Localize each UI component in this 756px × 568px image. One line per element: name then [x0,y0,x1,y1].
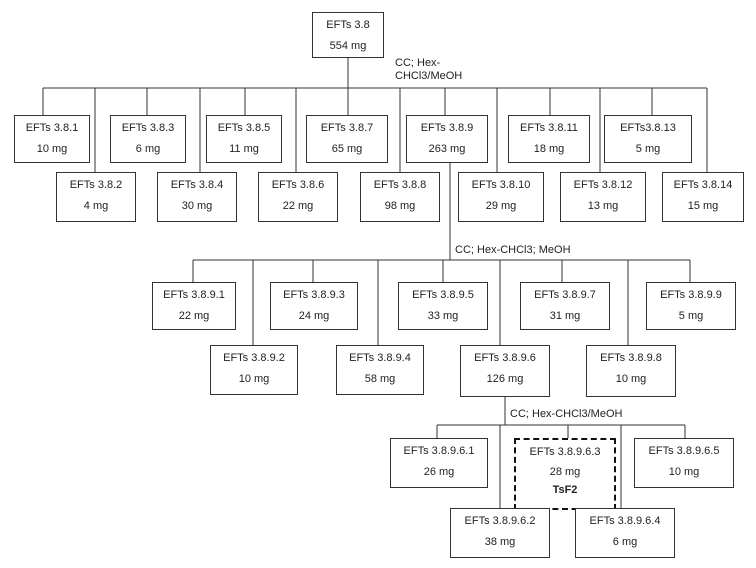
node-mass: 24 mg [298,310,330,322]
node-efts-3-8-9-6-4: EFTs 3.8.9.6.4 6 mg [575,508,675,558]
node-mass: 22 mg [178,310,210,322]
node-mass: 554 mg [329,40,367,52]
node-efts-3-8-12: EFTs 3.8.12 13 mg [560,172,646,222]
node-mass: 10 mg [238,373,270,385]
node-mass: 10 mg [615,373,647,385]
cc-label-step2: CC; Hex-CHCl3; MeOH [455,244,571,256]
node-name: EFTs 3.8.9.6 [474,352,536,364]
node-name: EFTs 3.8.4 [170,179,224,191]
node-efts-3-8-7: EFTs 3.8.7 65 mg [306,115,388,163]
node-mass: 11 mg [229,143,259,155]
cc-label-step1-line2: CHCl3/MeOH [395,70,463,82]
compound-tag: TsF2 [552,484,578,496]
node-efts-3-8-9-9: EFTs 3.8.9.9 5 mg [646,282,736,330]
node-efts-3-8-10: EFTs 3.8.10 29 mg [458,172,544,222]
node-efts-3-8-9-6-2: EFTs 3.8.9.6.2 38 mg [450,508,550,558]
node-mass: 5 mg [635,143,661,155]
cc-label-step3: CC; Hex-CHCl3/MeOH [510,408,623,420]
node-mass: 18 mg [533,143,565,155]
node-efts-3-8-2: EFTs 3.8.2 4 mg [56,172,136,222]
node-mass: 98 mg [384,200,416,212]
node-mass: 38 mg [484,536,516,548]
node-mass: 58 mg [364,373,396,385]
node-efts-3-8-9: EFTs 3.8.9 263 mg [406,115,488,163]
node-efts-3-8-9-8: EFTs 3.8.9.8 10 mg [586,345,676,397]
node-name: EFTs 3.8.9.3 [283,289,345,301]
node-efts-3-8-9-5: EFTs 3.8.9.5 33 mg [398,282,488,330]
node-mass: 6 mg [135,143,161,155]
node-mass: 33 mg [427,310,459,322]
node-efts-3-8: EFTs 3.8 554 mg [312,12,384,58]
node-efts-3-8-8: EFTs 3.8.8 98 mg [360,172,440,222]
node-mass: 29 mg [485,200,517,212]
node-name: EFTs 3.8.9.2 [223,352,285,364]
node-efts-3-8-9-3: EFTs 3.8.9.3 24 mg [270,282,358,330]
node-mass: 263 mg [428,143,466,155]
node-name: EFTs 3.8.9.8 [600,352,662,364]
node-mass: 10 mg [36,143,68,155]
node-name: EFTs 3.8.9.6.1 [403,445,475,457]
node-name: EFTs 3.8.9.7 [534,289,596,301]
node-name: EFTs 3.8.7 [320,122,374,134]
node-name: EFTs 3.8.3 [121,122,175,134]
node-mass: 31 mg [549,310,581,322]
node-name: EFTs 3.8.9 [420,122,474,134]
node-efts-3-8-3: EFTs 3.8.3 6 mg [110,115,186,163]
node-name: EFTs 3.8.9.1 [163,289,225,301]
node-name: EFTs 3.8.9.6.2 [464,515,536,527]
node-mass: 65 mg [331,143,363,155]
node-efts-3-8-6: EFTs 3.8.6 22 mg [258,172,338,222]
node-efts-3-8-9-6-3-highlighted: EFTs 3.8.9.6.3 28 mg TsF2 [514,438,616,510]
cc-label-step1: CC; Hex- CHCl3/MeOH [395,57,462,83]
node-efts-3-8-11: EFTs 3.8.11 18 mg [508,115,590,163]
node-name: EFTs 3.8.2 [69,179,123,191]
node-mass: 4 mg [83,200,109,212]
node-name: EFTs 3.8.9.6.5 [648,445,720,457]
node-name: EFTs 3.8.9.6.3 [529,446,601,458]
node-efts-3-8-9-7: EFTs 3.8.9.7 31 mg [520,282,610,330]
node-mass: 10 mg [668,466,700,478]
node-mass: 5 mg [678,310,704,322]
node-name: EFTs 3.8 [326,19,370,31]
node-efts-3-8-9-1: EFTs 3.8.9.1 22 mg [152,282,236,330]
cc-label-step1-line1: CC; Hex- [395,57,441,69]
node-efts-3-8-9-6-5: EFTs 3.8.9.6.5 10 mg [634,438,734,488]
node-mass: 126 mg [486,373,524,385]
node-name: EFTs 3.8.11 [520,122,578,134]
node-name: EFTs 3.8.9.4 [349,352,411,364]
node-name: EFTs 3.8.12 [573,179,633,191]
node-name: EFTs 3.8.9.9 [660,289,722,301]
node-name: EFTs 3.8.10 [471,179,531,191]
node-efts-3-8-4: EFTs 3.8.4 30 mg [157,172,237,222]
node-mass: 6 mg [612,536,638,548]
node-efts-3-8-9-4: EFTs 3.8.9.4 58 mg [336,345,424,395]
node-mass: 22 mg [282,200,314,212]
node-name: EFTs 3.8.14 [673,179,733,191]
node-name: EFTs3.8.13 [620,122,676,134]
node-efts-3-8-5: EFTs 3.8.5 11 mg [206,115,282,163]
node-mass: 15 mg [687,200,719,212]
node-name: EFTs 3.8.1 [25,122,79,134]
node-mass: 13 mg [587,200,619,212]
node-efts-3-8-14: EFTs 3.8.14 15 mg [662,172,744,222]
node-efts-3-8-9-6-1: EFTs 3.8.9.6.1 26 mg [390,438,488,488]
node-mass: 28 mg [549,466,581,478]
node-mass: 26 mg [423,466,455,478]
node-efts-3-8-13: EFTs3.8.13 5 mg [604,115,692,163]
node-efts-3-8-9-6: EFTs 3.8.9.6 126 mg [460,345,550,397]
node-name: EFTs 3.8.9.5 [412,289,474,301]
node-name: EFTs 3.8.8 [373,179,427,191]
node-efts-3-8-1: EFTs 3.8.1 10 mg [14,115,90,163]
node-name: EFTs 3.8.6 [271,179,325,191]
node-efts-3-8-9-2: EFTs 3.8.9.2 10 mg [210,345,298,395]
node-name: EFTs 3.8.5 [217,122,271,134]
node-mass: 30 mg [181,200,213,212]
node-name: EFTs 3.8.9.6.4 [589,515,661,527]
